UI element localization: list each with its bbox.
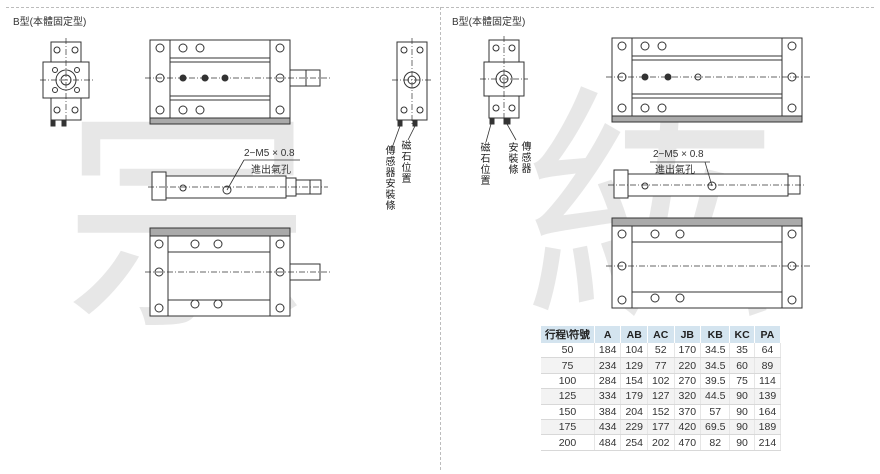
table-cell: 220 (674, 357, 702, 374)
table-cell: 75 (541, 357, 595, 374)
column-header: AC (647, 326, 675, 343)
table-cell: 90 (729, 434, 755, 451)
table-row: 75 234 129 77 220 34.5 60 89 (541, 357, 782, 374)
table-cell: 60 (729, 357, 755, 374)
table-cell: 90 (729, 404, 755, 420)
table-cell: 202 (647, 434, 675, 451)
left-port-spec: 2−M5 × 0.8 (244, 148, 295, 159)
table-cell: 139 (754, 388, 782, 405)
table-cell: 52 (647, 343, 675, 359)
table-cell: 170 (674, 343, 702, 359)
column-header: PA (754, 326, 782, 343)
column-header: AB (620, 326, 648, 343)
right-magnet-position-label: 磁石位置 (478, 142, 489, 186)
right-port-name: 進出氣孔 (655, 165, 695, 176)
table-cell: 179 (620, 388, 648, 405)
right-bottom-view (606, 217, 810, 309)
right-sensor-mount-label-1: 傳感器 (519, 141, 530, 174)
table-cell: 229 (620, 419, 648, 436)
table-cell: 125 (541, 388, 595, 405)
left-magnet-position-label: 磁石位置 (399, 140, 410, 184)
table-cell: 175 (541, 419, 595, 436)
table-cell: 484 (594, 434, 622, 451)
table-cell: 189 (754, 419, 782, 436)
table-header-row: 行程\符號 A AB AC JB KB KC PA (541, 326, 782, 343)
table-cell: 75 (729, 373, 755, 390)
column-header: 行程\符號 (541, 326, 595, 343)
table-cell: 334 (594, 388, 622, 405)
table-cell: 35 (729, 343, 755, 359)
table-cell: 102 (647, 373, 675, 390)
table-cell: 114 (754, 373, 782, 390)
table-cell: 177 (647, 419, 675, 436)
right-top-view (606, 37, 810, 123)
table-cell: 164 (754, 404, 782, 420)
table-row: 200 484 254 202 470 82 90 214 (541, 434, 782, 451)
table-cell: 90 (729, 419, 755, 436)
table-cell: 150 (541, 404, 595, 420)
table-row: 50 184 104 52 170 34.5 35 64 (541, 343, 782, 359)
table-cell: 370 (674, 404, 702, 420)
column-header: KC (729, 326, 755, 343)
table-cell: 254 (620, 434, 648, 451)
table-row: 100 284 154 102 270 39.5 75 114 (541, 373, 782, 390)
table-cell: 100 (541, 373, 595, 390)
dimension-table: 行程\符號 A AB AC JB KB KC PA 50 184 104 52 … (541, 326, 782, 451)
table-cell: 200 (541, 434, 595, 451)
table-cell: 90 (729, 388, 755, 405)
right-side-view (608, 161, 806, 199)
right-port-spec: 2−M5 × 0.8 (653, 149, 704, 160)
table-cell: 39.5 (700, 373, 731, 390)
table-cell: 77 (647, 357, 675, 374)
center-divider (440, 7, 441, 470)
table-cell: 129 (620, 357, 648, 374)
left-section-title: B型(本體固定型) (13, 17, 87, 28)
table-cell: 320 (674, 388, 702, 405)
table-cell: 152 (647, 404, 675, 420)
left-far-end-view (391, 38, 432, 149)
table-cell: 434 (594, 419, 622, 436)
column-header: A (594, 326, 622, 343)
right-end-view (480, 36, 528, 143)
table-cell: 234 (594, 357, 622, 374)
left-side-view (148, 159, 328, 201)
table-cell: 104 (620, 343, 648, 359)
table-cell: 470 (674, 434, 702, 451)
table-cell: 214 (754, 434, 782, 451)
table-cell: 184 (594, 343, 622, 359)
column-header: JB (674, 326, 702, 343)
table-row: 125 334 179 127 320 44.5 90 139 (541, 388, 782, 405)
table-cell: 154 (620, 373, 648, 390)
right-sensor-mount-label-2: 安裝條 (506, 142, 517, 175)
column-header: KB (700, 326, 731, 343)
table-cell: 384 (594, 404, 622, 420)
left-sensor-mount-label: 傳感器安裝條 (383, 145, 394, 211)
left-bottom-view (145, 227, 330, 317)
left-port-name: 進出氣孔 (251, 165, 291, 176)
table-row: 150 384 204 152 370 57 90 164 (541, 404, 782, 420)
table-cell: 127 (647, 388, 675, 405)
table-cell: 69.5 (700, 419, 731, 436)
table-cell: 34.5 (700, 343, 731, 359)
table-cell: 89 (754, 357, 782, 374)
right-section-title: B型(本體固定型) (452, 17, 526, 28)
table-cell: 64 (754, 343, 782, 359)
table-cell: 82 (700, 434, 731, 451)
table-cell: 284 (594, 373, 622, 390)
left-end-view (40, 38, 94, 127)
table-cell: 50 (541, 343, 595, 359)
left-top-view (145, 39, 330, 125)
table-row: 175 434 229 177 420 69.5 90 189 (541, 419, 782, 436)
table-cell: 204 (620, 404, 648, 420)
table-cell: 57 (700, 404, 731, 420)
table-cell: 420 (674, 419, 702, 436)
table-cell: 34.5 (700, 357, 731, 374)
table-cell: 44.5 (700, 388, 731, 405)
table-cell: 270 (674, 373, 702, 390)
